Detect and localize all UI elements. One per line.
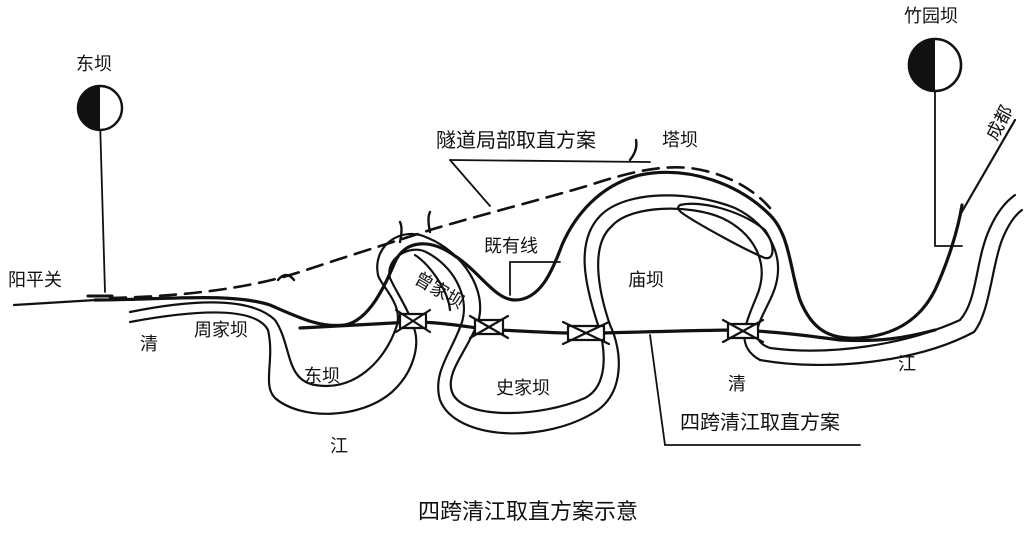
- bridge-2: [468, 314, 510, 340]
- label-zhuyuanba-station: 竹园坝: [904, 6, 958, 27]
- figure-caption: 四跨清江取直方案示意: [418, 500, 639, 525]
- yangpingguan-line: [12, 298, 98, 307]
- chengdu-direction-line: [958, 118, 1017, 217]
- label-jiang-right: 江: [898, 354, 916, 375]
- label-zhoujiaba: 周家坝: [194, 320, 248, 341]
- bridge-3: [561, 320, 611, 346]
- tunnel-scheme-line: [108, 166, 772, 300]
- bridge-1: [394, 308, 432, 334]
- label-tunnel-scheme: 隧道局部取直方案: [436, 128, 596, 152]
- bridge-markers: [394, 308, 765, 346]
- label-qing-left: 清: [140, 334, 158, 355]
- label-jiang-bottom: 江: [330, 436, 348, 457]
- label-existing-line: 既有线: [484, 236, 538, 257]
- tunnel-portal-marks: [276, 138, 638, 282]
- bridge-4: [721, 318, 765, 344]
- label-qing-right: 清: [728, 374, 746, 395]
- zhuyuanba-station-symbol: [907, 37, 963, 93]
- label-dongba-bend: 东坝: [304, 366, 340, 387]
- label-yangpingguan: 阳平关: [8, 270, 62, 291]
- label-dongba-station: 东坝: [76, 54, 112, 75]
- label-four-crossing-scheme: 四跨清江取直方案: [680, 410, 840, 434]
- dongba-station-symbol: [76, 84, 124, 132]
- label-taba: 塔坝: [662, 130, 698, 151]
- label-shijiaba: 史家坝: [496, 378, 550, 399]
- qingjiang-river: [128, 193, 1024, 435]
- leader-lines: [86, 91, 963, 446]
- label-miaoba: 庙坝: [628, 270, 664, 291]
